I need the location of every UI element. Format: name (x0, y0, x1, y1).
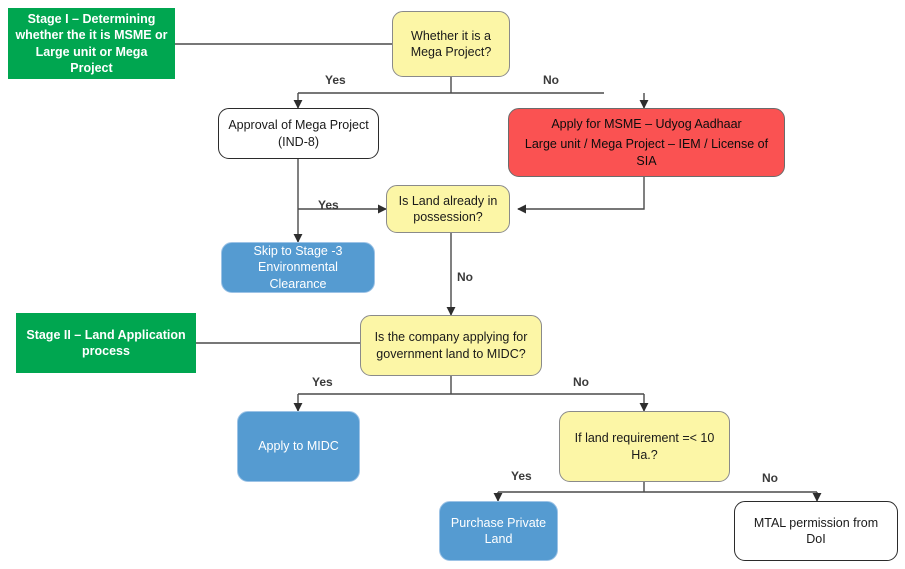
edge-label-mega-yes: Yes (325, 73, 346, 87)
edge-label-mega-no: No (543, 73, 559, 87)
stage-2-banner: Stage II – Land Application process (16, 313, 196, 373)
edge-label-land-req-no: No (762, 471, 778, 485)
stage-2-line-1: Stage II – Land Application (26, 327, 186, 342)
process-purchase-private-land-line-1: Purchase Private (450, 515, 547, 530)
process-purchase-private-land-line-2: Land (484, 532, 513, 546)
process-approval-mega-project-line-1: Approval of Mega Project (228, 118, 369, 133)
process-apply-to-midc-line-1: Apply to MIDC (258, 439, 339, 454)
edge-label-land-req-yes: Yes (511, 469, 532, 483)
decision-land-possession-line-1: Is Land already in (398, 193, 498, 208)
stage-1-banner: Stage I – Determining whether the it is … (8, 8, 175, 79)
edge-label-possession-no: No (457, 270, 473, 284)
process-purchase-private-land[interactable]: Purchase Private Land (439, 501, 558, 561)
decision-land-possession-line-2: possession? (413, 210, 483, 224)
decision-mega-project-line-2: Mega Project? (410, 45, 492, 59)
process-skip-to-stage-3-line-1: Skip to Stage -3 (253, 244, 343, 259)
process-mtal-permission[interactable]: MTAL permission from DoI (734, 501, 898, 561)
stage-2-line-2: process (82, 344, 130, 358)
process-approval-mega-project-line-2: (IND-8) (278, 134, 319, 149)
edge-label-gov-land-no: No (573, 375, 589, 389)
stage-1-line-3: Large unit or Mega Project (35, 44, 148, 75)
stage-1-line-2: whether the it is MSME or (15, 28, 168, 43)
process-mtal-permission-line-1: MTAL permission from (753, 515, 879, 530)
decision-land-requirement[interactable]: If land requirement =< 10 Ha.? (559, 411, 730, 482)
process-apply-to-midc[interactable]: Apply to MIDC (237, 411, 360, 482)
process-mtal-permission-line-2: DoI (806, 532, 826, 546)
edge-msme-to-possession (517, 177, 645, 214)
process-skip-to-stage-3-line-2: Environmental Clearance (258, 260, 338, 291)
process-skip-to-stage-3[interactable]: Skip to Stage -3 Environmental Clearance (221, 242, 375, 293)
edge-label-gov-land-yes: Yes (312, 375, 333, 389)
decision-land-requirement-line-2: Ha.? (631, 447, 658, 462)
process-approval-mega-project[interactable]: Approval of Mega Project (IND-8) (218, 108, 379, 159)
decision-mega-project-line-1: Whether it is a (411, 28, 491, 43)
process-apply-msme[interactable]: Apply for MSME – Udyog Aadhaar Large uni… (508, 108, 785, 177)
decision-land-requirement-line-1: If land requirement =< 10 (574, 431, 715, 446)
decision-mega-project[interactable]: Whether it is a Mega Project? (392, 11, 510, 77)
decision-government-land-midc-line-2: government land to MIDC? (376, 346, 526, 361)
edge-label-approval-yes: Yes (318, 198, 339, 212)
decision-government-land-midc-line-1: Is the company applying for (374, 330, 528, 345)
decision-government-land-midc[interactable]: Is the company applying for government l… (360, 315, 542, 376)
process-apply-msme-line-2: Large unit / Mega Project – IEM / Licens… (524, 137, 769, 168)
process-apply-msme-line-1: Apply for MSME – Udyog Aadhaar (551, 117, 742, 132)
stage-1-line-1: Stage I – Determining (27, 12, 156, 26)
decision-land-possession[interactable]: Is Land already in possession? (386, 185, 510, 233)
